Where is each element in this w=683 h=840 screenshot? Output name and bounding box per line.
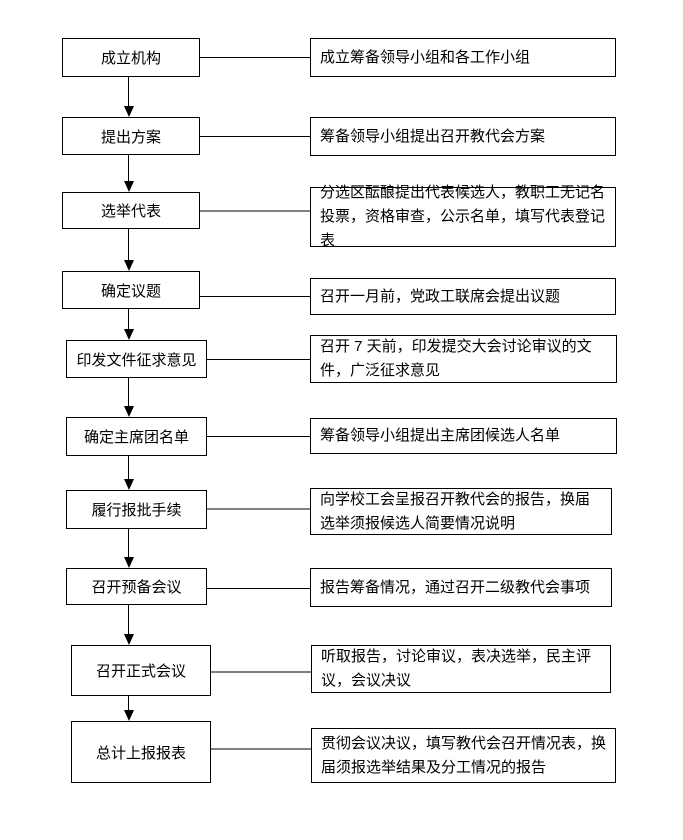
connector-line-9 <box>211 671 311 673</box>
arrow-down-icon-5-6 <box>124 406 134 417</box>
description-text-2: 筹备领导小组提出召开教代会方案 <box>320 127 546 145</box>
description-text-8: 报告筹备情况，通过召开二级教代会事项 <box>320 578 591 596</box>
arrow-down-icon-9-10 <box>124 710 134 721</box>
step-label-6: 确定主席团名单 <box>83 429 189 446</box>
flow-line-9-10 <box>128 696 129 711</box>
connector-line-7 <box>207 508 310 510</box>
step-box-1: 成立机构 <box>62 38 200 77</box>
arrow-down-icon-4-5 <box>124 329 134 340</box>
description-text-10: 贯彻会议决议，填写教代会召开情况表，换届须报选举结果及分工情况的报告 <box>321 734 607 776</box>
flow-line-5-6 <box>128 378 129 407</box>
flow-line-2-3 <box>128 155 129 182</box>
description-box-7: 向学校工会呈报召开教代会的报告，换届选举须报候选人简要情况说明 <box>310 488 612 535</box>
step-label-1: 成立机构 <box>100 50 161 67</box>
flow-line-1-2 <box>128 77 129 107</box>
description-box-5: 召开 7 天前，印发提交大会讨论审议的文件，广泛征求意见 <box>310 335 617 383</box>
connector-line-8 <box>207 588 310 589</box>
connector-line-1 <box>200 57 310 58</box>
step-box-10: 总计上报报表 <box>71 721 211 783</box>
description-box-3: 分选区酝酿提出代表候选人，教职工无记名投票，资格审查，公示名单，填写代表登记表 <box>310 184 616 249</box>
flow-line-7-8 <box>128 529 129 558</box>
step-label-10: 总计上报报表 <box>95 744 186 762</box>
step-box-7: 履行报批手续 <box>66 490 207 529</box>
step-label-3: 选举代表 <box>100 203 161 220</box>
description-text-1: 成立筹备领导小组和各工作小组 <box>320 48 531 66</box>
connector-line-5 <box>207 359 310 360</box>
connector-line-3 <box>200 210 310 212</box>
description-box-1: 成立筹备领导小组和各工作小组 <box>310 38 616 77</box>
description-box-4: 召开一月前，党政工联席会提出议题 <box>310 278 616 315</box>
step-label-2: 提出方案 <box>100 128 161 146</box>
arrow-down-icon-8-9 <box>124 634 134 645</box>
description-box-2: 筹备领导小组提出召开教代会方案 <box>310 117 616 156</box>
flow-line-8-9 <box>128 605 129 635</box>
step-box-5: 印发文件征求意见 <box>66 340 207 378</box>
arrow-down-icon-3-4 <box>124 260 134 271</box>
flow-line-6-7 <box>128 456 129 480</box>
description-box-6: 筹备领导小组提出主席团候选人名单 <box>310 418 617 454</box>
arrow-down-icon-6-7 <box>124 479 134 490</box>
description-text-3: 分选区酝酿提出代表候选人，教职工无记名投票，资格审查，公示名单，填写代表登记表 <box>320 184 606 249</box>
step-label-4: 确定议题 <box>100 282 161 300</box>
step-label-5: 印发文件征求意见 <box>76 351 197 369</box>
arrow-down-icon-1-2 <box>124 106 134 117</box>
description-box-9: 听取报告，讨论审议，表决选举，民主评议，会议决议 <box>311 645 611 693</box>
description-text-5: 召开 7 天前，印发提交大会讨论审议的文件，广泛征求意见 <box>320 338 592 379</box>
flow-line-3-4 <box>128 229 129 261</box>
connector-line-2 <box>200 136 310 137</box>
description-text-7: 向学校工会呈报召开教代会的报告，换届选举须报候选人简要情况说明 <box>320 490 591 532</box>
connector-line-6 <box>207 436 310 437</box>
step-box-2: 提出方案 <box>62 117 200 155</box>
description-text-4: 召开一月前，党政工联席会提出议题 <box>320 287 561 305</box>
description-box-10: 贯彻会议决议，填写教代会召开情况表，换届须报选举结果及分工情况的报告 <box>311 728 616 783</box>
step-label-7: 履行报批手续 <box>91 502 182 519</box>
step-box-3: 选举代表 <box>62 192 200 229</box>
step-box-6: 确定主席团名单 <box>66 417 207 456</box>
step-label-9: 召开正式会议 <box>95 663 186 680</box>
flow-line-4-5 <box>128 309 129 330</box>
description-text-6: 筹备领导小组提出主席团候选人名单 <box>320 427 561 444</box>
arrow-down-icon-7-8 <box>124 557 134 568</box>
step-box-4: 确定议题 <box>62 271 200 309</box>
step-box-8: 召开预备会议 <box>66 568 207 605</box>
description-text-9: 听取报告，讨论审议，表决选举，民主评议，会议决议 <box>321 648 592 689</box>
description-box-8: 报告筹备情况，通过召开二级教代会事项 <box>310 568 612 607</box>
arrow-down-icon-2-3 <box>124 181 134 192</box>
step-label-8: 召开预备会议 <box>91 579 182 596</box>
step-box-9: 召开正式会议 <box>71 645 211 696</box>
connector-line-10 <box>211 748 311 750</box>
connector-line-4 <box>200 296 310 297</box>
